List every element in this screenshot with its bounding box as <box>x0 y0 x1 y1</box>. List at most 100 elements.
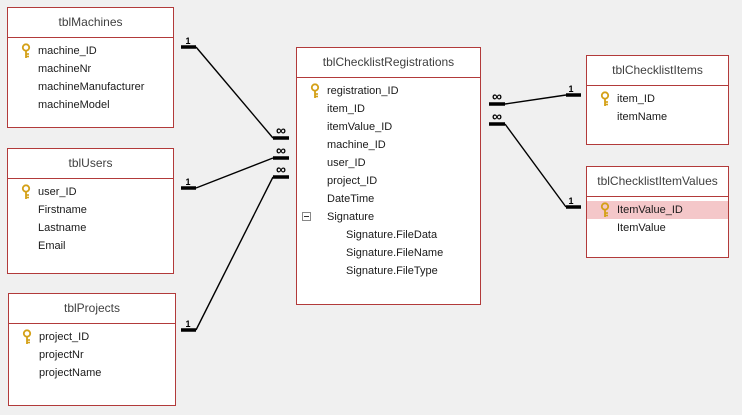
field-row[interactable]: projectName <box>9 364 175 382</box>
field-label: registration_ID <box>327 85 399 97</box>
field-row[interactable]: projectNr <box>9 346 175 364</box>
field-row[interactable]: Lastname <box>8 219 173 237</box>
table-title[interactable]: tblUsers <box>8 149 173 179</box>
field-row-pk[interactable]: project_ID <box>9 328 175 346</box>
field-row-pk-selected[interactable]: ItemValue_ID <box>587 201 728 219</box>
rel-stub-machines-one: 1 <box>181 36 196 49</box>
field-row-pk[interactable]: user_ID <box>8 183 173 201</box>
field-label: ItemValue <box>617 222 666 234</box>
rel-stub-users-one: 1 <box>181 177 196 190</box>
minus-box-icon[interactable] <box>302 212 311 221</box>
field-list: registration_ID item_ID itemValue_ID mac… <box>297 78 480 280</box>
one-label: 1 <box>185 36 190 46</box>
field-label: user_ID <box>38 186 77 198</box>
field-label: item_ID <box>327 103 365 115</box>
field-label: Signature.FileType <box>346 265 438 277</box>
field-label: DateTime <box>327 193 375 205</box>
one-label: 1 <box>185 177 190 187</box>
many-label: ∞ <box>492 88 502 104</box>
many-label: ∞ <box>276 122 286 138</box>
many-label: ∞ <box>492 108 502 124</box>
table-title[interactable]: tblChecklistItemValues <box>587 167 728 197</box>
field-list: machine_ID machineNr machineManufacturer… <box>8 38 173 114</box>
one-label: 1 <box>568 196 573 206</box>
many-label: ∞ <box>276 161 286 177</box>
field-row[interactable]: machineNr <box>8 60 173 78</box>
field-label: user_ID <box>327 157 366 169</box>
field-row-sub[interactable]: Signature.FileName <box>297 244 480 262</box>
table-title[interactable]: tblChecklistRegistrations <box>297 48 480 78</box>
field-list: user_ID Firstname Lastname Email <box>8 179 173 255</box>
field-label: Email <box>38 240 66 252</box>
field-label: projectName <box>39 367 102 379</box>
table-checklist-registrations[interactable]: tblChecklistRegistrations registration_I… <box>296 47 481 305</box>
field-row[interactable]: Firstname <box>8 201 173 219</box>
field-label: machineModel <box>38 99 110 111</box>
field-list: item_ID itemName <box>587 86 728 126</box>
field-label: item_ID <box>617 93 655 105</box>
field-row[interactable]: machine_ID <box>297 136 480 154</box>
field-row[interactable]: itemValue_ID <box>297 118 480 136</box>
field-label: Signature <box>327 211 375 223</box>
field-row[interactable]: machineModel <box>8 96 173 114</box>
field-label: machineNr <box>38 63 92 75</box>
key-icon <box>600 91 610 106</box>
field-label: Signature.FileData <box>346 229 438 241</box>
field-list: ItemValue_ID ItemValue <box>587 197 728 237</box>
table-title[interactable]: tblProjects <box>9 294 175 324</box>
table-projects[interactable]: tblProjects project_ID projectNr project… <box>8 293 176 406</box>
rel-stub-projects-one: 1 <box>181 319 196 332</box>
field-label: project_ID <box>39 331 90 343</box>
table-users[interactable]: tblUsers user_ID Firstname Lastname Emai… <box>7 148 174 274</box>
key-icon <box>22 329 32 344</box>
field-row[interactable]: Email <box>8 237 173 255</box>
rel-line-itemvalues[interactable] <box>504 123 567 208</box>
field-label: machineManufacturer <box>38 81 145 93</box>
rel-stub-items-one: 1 <box>566 84 581 97</box>
field-row[interactable]: ItemValue <box>587 219 728 237</box>
field-row[interactable]: project_ID <box>297 172 480 190</box>
field-row[interactable]: user_ID <box>297 154 480 172</box>
key-icon <box>600 202 610 217</box>
field-row-attachment[interactable]: Signature <box>297 208 480 226</box>
table-title[interactable]: tblMachines <box>8 8 173 38</box>
key-icon <box>21 43 31 58</box>
field-row[interactable]: item_ID <box>297 100 480 118</box>
table-title[interactable]: tblChecklistItems <box>587 56 728 86</box>
field-row-sub[interactable]: Signature.FileType <box>297 262 480 280</box>
field-row-pk[interactable]: registration_ID <box>297 82 480 100</box>
table-checklist-items[interactable]: tblChecklistItems item_ID itemName <box>586 55 729 145</box>
rel-line-machines[interactable] <box>195 46 274 139</box>
field-row-pk[interactable]: machine_ID <box>8 42 173 60</box>
one-label: 1 <box>568 84 573 94</box>
rel-line-users[interactable] <box>195 157 274 189</box>
field-row[interactable]: itemName <box>587 108 728 126</box>
rel-line-projects[interactable] <box>195 176 274 331</box>
table-machines[interactable]: tblMachines machine_ID machineNr machine… <box>7 7 174 128</box>
field-label: projectNr <box>39 349 84 361</box>
field-label: project_ID <box>327 175 378 187</box>
field-list: project_ID projectNr projectName <box>9 324 175 382</box>
field-label: Signature.FileName <box>346 247 444 259</box>
table-checklist-item-values[interactable]: tblChecklistItemValues ItemValue_ID Item… <box>586 166 729 258</box>
rel-stub-users-many: ∞ <box>273 142 289 160</box>
field-label: Firstname <box>38 204 87 216</box>
rel-stub-itemvalues-one: 1 <box>566 196 581 209</box>
key-icon <box>310 83 320 98</box>
field-row-pk[interactable]: item_ID <box>587 90 728 108</box>
field-row[interactable]: DateTime <box>297 190 480 208</box>
field-label: machine_ID <box>38 45 97 57</box>
rel-stub-items-many: ∞ <box>489 88 505 106</box>
field-row-sub[interactable]: Signature.FileData <box>297 226 480 244</box>
field-label: ItemValue_ID <box>617 204 683 216</box>
rel-stub-itemvalues-many: ∞ <box>489 108 505 126</box>
rel-stub-projects-many: ∞ <box>273 161 289 179</box>
key-icon <box>21 184 31 199</box>
rel-stub-machines-many: ∞ <box>273 122 289 140</box>
field-row[interactable]: machineManufacturer <box>8 78 173 96</box>
rel-line-items[interactable] <box>504 94 567 105</box>
field-label: itemValue_ID <box>327 121 393 133</box>
one-label: 1 <box>185 319 190 329</box>
field-label: itemName <box>617 111 668 123</box>
